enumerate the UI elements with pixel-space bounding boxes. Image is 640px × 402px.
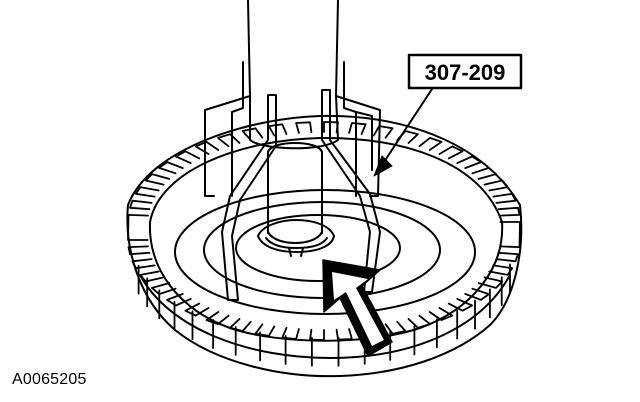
tool-bracket	[355, 111, 373, 171]
spline-tooth	[267, 123, 288, 137]
spline-tooth	[281, 327, 300, 340]
spline-tooth	[241, 127, 264, 141]
spline-tooth	[194, 141, 220, 155]
spline-tooth	[295, 121, 313, 134]
spline-tooth	[217, 133, 241, 148]
spline-tooth	[229, 318, 252, 332]
drum-rim-top	[127, 114, 521, 206]
tool-leg-left-inner	[231, 61, 244, 197]
spline-tooth	[492, 192, 517, 204]
spline-tooth	[309, 328, 325, 341]
tool-leg-right-outer	[335, 95, 381, 197]
snap-ring-outer	[257, 219, 335, 253]
spline-tooth	[184, 302, 210, 317]
spline-tooth	[407, 314, 431, 329]
spline-tooth	[139, 270, 165, 283]
spline-tooth	[497, 206, 521, 217]
special-tool-307-209	[204, 0, 381, 301]
tool-finger-right	[321, 89, 381, 293]
spline-tooth	[464, 287, 490, 301]
tool-tube-right	[335, 0, 339, 97]
spline-tooth	[151, 282, 177, 295]
figure-id: A0065205	[12, 371, 87, 388]
spline-tooth	[471, 167, 497, 180]
drum-lower-band	[139, 274, 511, 359]
snap-ring-inner	[265, 237, 328, 249]
ring-inner	[235, 214, 401, 282]
snap-ring-pointer-arrow-highlight	[332, 272, 384, 346]
tool-finger-left	[221, 94, 277, 301]
spline-tooth	[447, 298, 473, 312]
spline-tooth	[144, 173, 171, 186]
tool-collar	[249, 95, 339, 150]
snap-ring-gap	[288, 247, 304, 257]
tool-number-text: 307-209	[425, 60, 506, 85]
spline-tooth	[158, 161, 184, 175]
spline-tooth	[384, 321, 407, 335]
spline-tooth	[495, 251, 519, 263]
label-leader-arrowhead	[373, 155, 393, 177]
drum-rim-inner	[148, 136, 504, 342]
shaft-base-ellipse	[267, 231, 323, 244]
spline-tooth	[348, 122, 367, 135]
spline-tooth	[477, 276, 504, 289]
drum-rim-bottom	[126, 204, 523, 378]
label-leader-line	[383, 85, 435, 163]
spline-tooth	[135, 186, 160, 198]
spline-tooth	[335, 328, 353, 341]
tool-leg-left-outer	[204, 95, 251, 197]
spline-tooth	[428, 307, 454, 321]
spline-tooth	[131, 258, 156, 270]
spline-tooth	[127, 245, 151, 256]
ring-outer	[174, 189, 476, 315]
tool-number-label: 307-209	[407, 53, 523, 90]
spline-tooth	[129, 199, 153, 211]
spline-tooth	[254, 323, 276, 337]
spline-tooth	[175, 150, 201, 164]
snap-ring	[257, 219, 335, 257]
spline-teeth	[127, 121, 521, 367]
spline-tooth	[127, 214, 149, 241]
spline-tooth	[499, 221, 521, 248]
tool-tube-left	[247, 0, 251, 97]
spline-tooth	[418, 137, 443, 151]
tool-leg-right-inner	[343, 61, 357, 197]
spline-tooth	[456, 155, 482, 169]
spline-tooth	[483, 179, 509, 192]
spline-tooth	[372, 125, 394, 139]
tool-number-box	[407, 53, 523, 90]
spline-tooth	[438, 145, 464, 160]
spline-tooth	[166, 293, 192, 307]
